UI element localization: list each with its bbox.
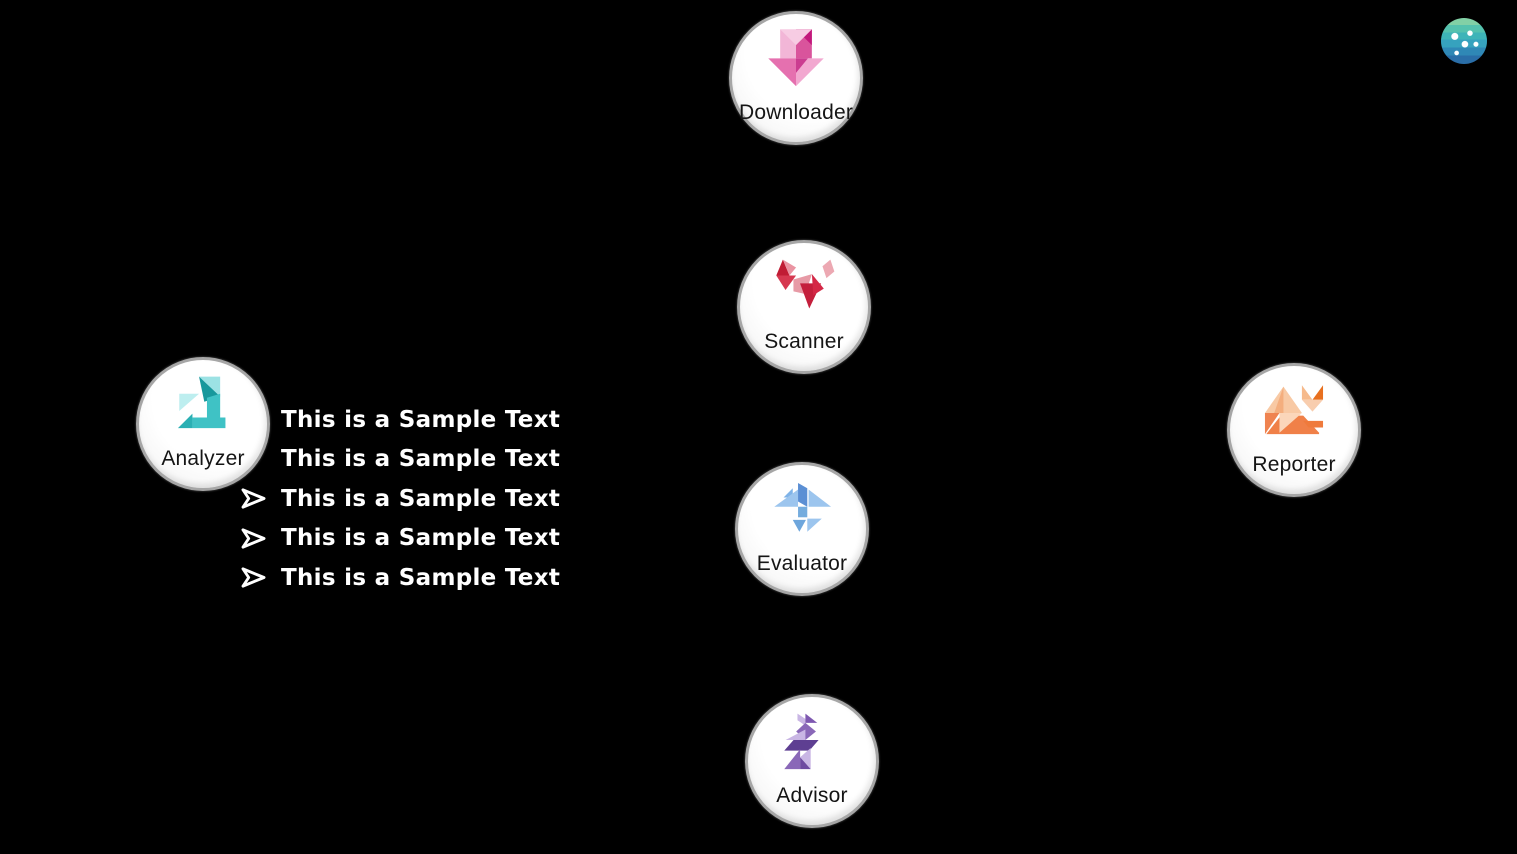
node-downloader: Downloader [729, 11, 863, 145]
tangram-bird-icon [774, 483, 832, 532]
tangram-microscope-icon [177, 376, 226, 429]
annotation-text: This is a Sample Text [281, 406, 561, 433]
tangram-fox-lying-icon [1264, 385, 1324, 435]
download-arrow-icon [768, 29, 824, 87]
annotation-text: This is a Sample Text [281, 446, 561, 473]
node-analyzer: Analyzer [136, 357, 270, 491]
node-evaluator: Evaluator [735, 462, 869, 596]
tangram-fox-icon [776, 259, 835, 309]
arrowhead-right-icon [240, 527, 281, 550]
node-advisor: Advisor [745, 694, 879, 828]
node-reporter: Reporter [1227, 363, 1361, 497]
arrowhead-right-icon [240, 487, 281, 510]
list-item: This is a Sample Text [240, 440, 560, 480]
list-item: This is a Sample Text [240, 400, 560, 440]
list-item: This is a Sample Text [240, 519, 560, 559]
node-label-advisor: Advisor [776, 784, 848, 808]
node-scanner: Scanner [737, 240, 871, 374]
node-label-evaluator: Evaluator [756, 552, 848, 576]
node-label-scanner: Scanner [764, 330, 844, 354]
node-label-analyzer: Analyzer [161, 447, 245, 471]
planet-globe-logo-icon [1441, 18, 1487, 64]
list-item: This is a Sample Text [240, 558, 560, 598]
arrowhead-right-icon [240, 566, 281, 589]
annotation-text: This is a Sample Text [281, 525, 561, 552]
node-label-reporter: Reporter [1252, 453, 1336, 477]
node-label-downloader: Downloader [738, 101, 854, 125]
list-item: This is a Sample Text [240, 479, 560, 519]
annotation-list: This is a Sample Text This is a Sample T… [240, 400, 560, 598]
tangram-person-icon [784, 713, 819, 770]
annotation-text: This is a Sample Text [281, 564, 561, 591]
annotation-text: This is a Sample Text [281, 485, 561, 512]
